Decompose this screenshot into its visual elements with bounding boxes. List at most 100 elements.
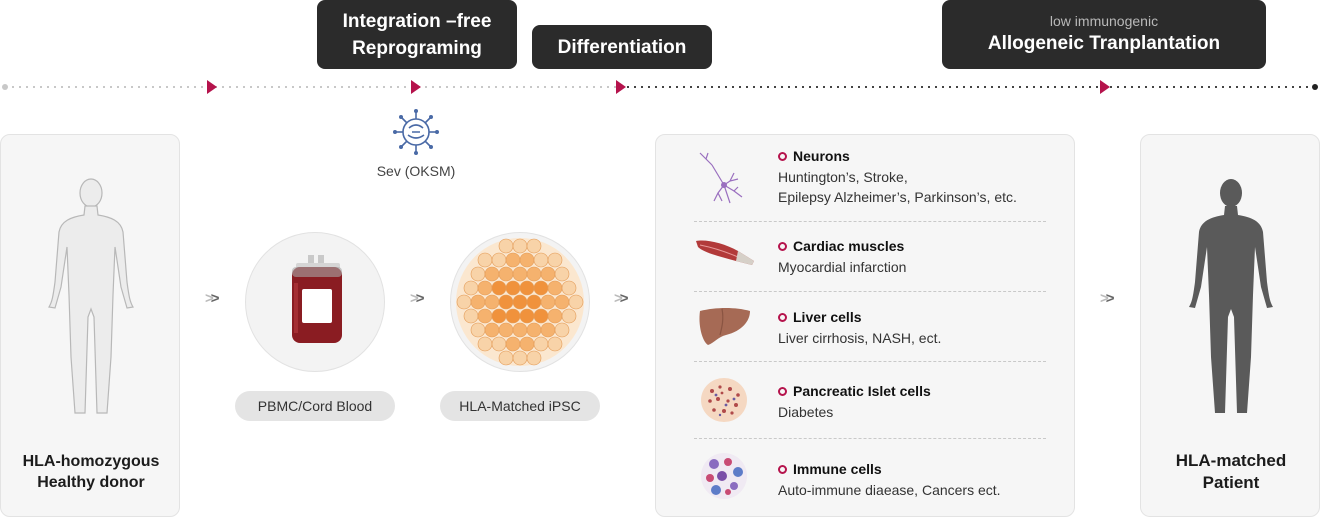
ipsc-cell [519,308,535,324]
ipsc-cell [568,294,584,310]
ipsc-cell [498,350,514,366]
ipsc-cell [498,266,514,282]
ipsc-cell [526,322,542,338]
divider [694,361,1046,362]
ipsc-cell [526,238,542,254]
cell-title-neurons: Neurons [778,148,850,164]
stage-reprogramming: Integration –free Reprograming [317,0,517,69]
ipsc-cell [547,336,563,352]
ipsc-cell [533,308,549,324]
cell-desc-immune: Auto-immune diaease, Cancers ect. [778,482,1001,498]
flow-chevron-1: >> [205,290,219,307]
ipsc-cell [498,322,514,338]
immune-cells-icon [701,453,747,499]
ipsc-cell [561,308,577,324]
ipsc-cell [512,350,528,366]
virus-label: Sev (OKSM) [376,163,456,179]
ipsc-cell [491,336,507,352]
ipsc-cell [463,280,479,296]
donor-label: HLA-homozygous Healthy donor [22,453,160,491]
human-outline-icon [48,178,134,414]
ipsc-cell [540,266,556,282]
liver-icon [699,308,750,345]
ipsc-cell [512,238,528,254]
cell-title-immune: Immune cells [778,461,882,477]
ipsc-cell [540,294,556,310]
timeline-arrow-2 [411,80,421,94]
cell-cluster-icon [456,238,584,366]
divider [694,221,1046,222]
flow-chevron-3: >> [614,290,628,307]
flow-chevron-4: >> [1100,290,1114,307]
ipsc-cell [498,238,514,254]
ipsc-cell [533,280,549,296]
ipsc-cell [554,294,570,310]
cell-desc-islet: Diabetes [778,404,834,420]
divider [694,438,1046,439]
human-silhouette-icon [1189,179,1273,413]
ipsc-cell [484,322,500,338]
ipsc-cell [554,322,570,338]
timeline-arrow-4 [1100,80,1110,94]
ipsc-cell [526,266,542,282]
ipsc-cell [484,294,500,310]
ipsc-cell [547,280,563,296]
blood-circle [245,232,385,372]
ipsc-cell [526,294,542,310]
stage-differentiation: Differentiation [532,25,712,69]
cell-types-card: Neurons Huntington’s, Stroke, Epilepsy A… [655,134,1075,517]
donor-card: HLA-homozygous Healthy donor [0,134,180,517]
ipsc-cell [477,336,493,352]
ipsc-cell [512,266,528,282]
ipsc-cell [505,336,521,352]
divider [694,291,1046,292]
ipsc-cell [519,336,535,352]
ipsc-cell [512,294,528,310]
process-timeline [2,80,1318,94]
cell-title-cardiac: Cardiac muscles [778,238,904,254]
cell-desc-neurons: Huntington’s, Stroke, Epilepsy Alzheimer… [778,169,1017,205]
ipsc-cell [456,294,472,310]
transplant-subtitle: low immunogenic [1049,13,1159,29]
ipsc-cell [540,322,556,338]
ipsc-cell [498,294,514,310]
cell-title-islet: Pancreatic Islet cells [778,383,931,399]
ipsc-cell [505,252,521,268]
cell-title-liver: Liver cells [778,309,862,325]
ipsc-cell [519,280,535,296]
virus-icon [393,109,439,155]
ipsc-circle [450,232,590,372]
ipsc-cell [519,252,535,268]
patient-card: HLA-matched Patient [1140,134,1320,517]
ipsc-cell [491,308,507,324]
timeline-arrow-1 [207,80,217,94]
ipsc-cell [484,266,500,282]
ipsc-cell [491,280,507,296]
patient-label: HLA-matched Patient [1175,451,1287,492]
stage-transplantation: low immunogenic Allogeneic Tranplantatio… [942,0,1266,69]
blood-bag-icon [292,255,342,343]
cell-desc-liver: Liver cirrhosis, NASH, ect. [778,330,942,346]
transplant-title: Allogeneic Tranplantation [987,33,1221,54]
ipsc-cell [533,252,549,268]
ipsc-cell [470,322,486,338]
ipsc-cell [477,252,493,268]
ipsc-cell [526,350,542,366]
ipsc-cell [505,280,521,296]
ipsc-cell [561,280,577,296]
timeline-arrow-3 [616,80,626,94]
ipsc-cell [463,308,479,324]
ipsc-cell [554,266,570,282]
ipsc-cell [533,336,549,352]
ipsc-cell [470,294,486,310]
ipsc-cell [547,252,563,268]
flow-chevron-2: >> [410,290,424,307]
ipsc-cell [512,322,528,338]
blood-label: PBMC/Cord Blood [235,391,395,421]
islet-icon [701,378,747,422]
ipsc-cell [470,266,486,282]
ipsc-cell [547,308,563,324]
ipsc-cell [491,252,507,268]
neuron-icon [699,152,743,204]
muscle-icon [696,240,754,265]
